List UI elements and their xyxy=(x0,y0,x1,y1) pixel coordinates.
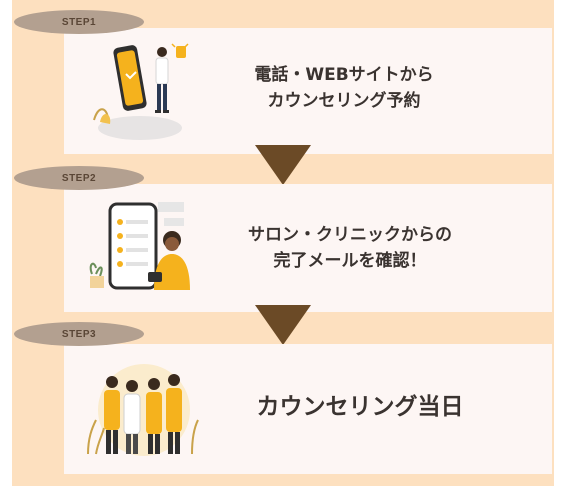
step3-text: カウンセリング当日 xyxy=(210,390,510,426)
steps-panel: 電話・WEBサイトから カウンセリング予約 STEP1 サロン・クリニックからの… xyxy=(12,0,554,486)
step2-badge: STEP2 xyxy=(14,166,144,190)
step3-line1: カウンセリング当日 xyxy=(256,394,464,420)
step1-card: 電話・WEBサイトから カウンセリング予約 xyxy=(64,28,552,154)
step1-text: 電話・WEBサイトから カウンセリング予約 xyxy=(214,62,474,115)
medical-staff-team-icon xyxy=(87,364,199,456)
step1-line1: 電話・WEBサイトから xyxy=(254,65,434,85)
smartphone-call-icon xyxy=(93,43,189,140)
step2-card: サロン・クリニックからの 完了メールを確認！ xyxy=(64,184,552,312)
step1-line2: カウンセリング予約 xyxy=(267,91,421,112)
step2-text: サロン・クリニックからの 完了メールを確認！ xyxy=(204,222,496,275)
step2-line1: サロン・クリニックからの xyxy=(248,225,452,245)
phone-checklist-icon xyxy=(89,202,190,290)
down-arrow-icon xyxy=(255,145,311,185)
step2-line2: 完了メールを確認！ xyxy=(273,251,427,272)
step1-badge: STEP1 xyxy=(14,10,144,34)
step3-card: カウンセリング当日 xyxy=(64,344,552,474)
down-arrow-icon xyxy=(255,305,311,345)
step3-badge: STEP3 xyxy=(14,322,144,346)
